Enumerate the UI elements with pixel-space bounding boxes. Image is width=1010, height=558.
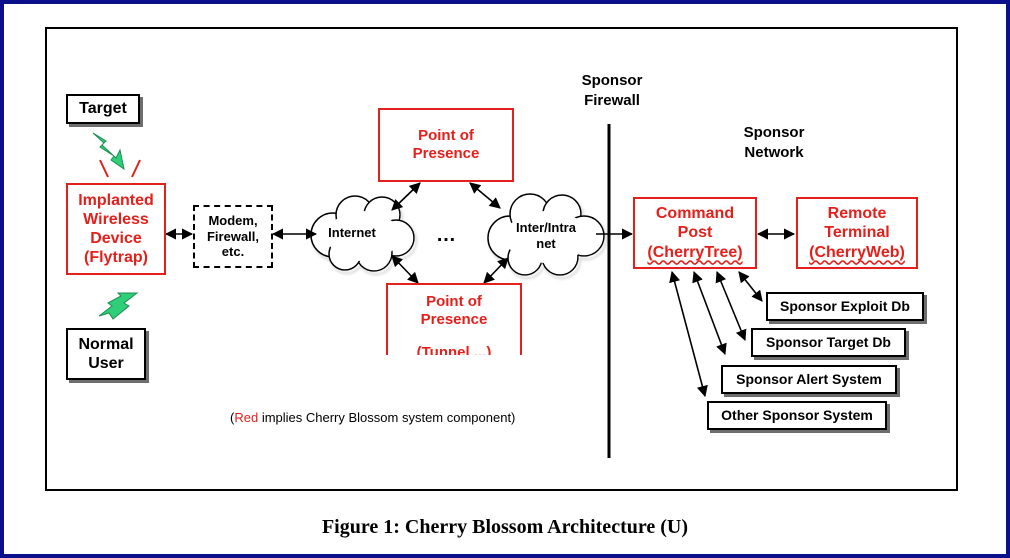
sponsor-alert-system-box: Sponsor Alert System <box>721 365 897 394</box>
normal-user-box: Normal User <box>66 328 146 380</box>
internet-label: Internet <box>328 225 376 240</box>
link-popbottom-intranet <box>483 257 509 284</box>
antenna-tick-right <box>131 159 141 178</box>
implanted-wireless-device-box: Implanted Wireless Device (Flytrap) <box>66 183 166 275</box>
point-of-presence-top-box: Point of Presence <box>378 108 514 182</box>
legend-note-rest: implies Cherry Blossom system component) <box>258 410 516 425</box>
point-of-presence-bottom-box: Point of Presence <box>386 283 522 355</box>
link-internet-popbottom <box>391 255 419 284</box>
target-box: Target <box>66 94 140 124</box>
pop-bottom-cut-text: (Tunnel ...) <box>416 344 492 355</box>
antenna-tick-left <box>99 159 109 178</box>
command-post-box: Command Post (CherryTree) <box>633 197 757 269</box>
link-cp-alertsystem <box>692 270 727 356</box>
command-post-line1: Command <box>655 205 735 223</box>
internet-cloud-icon <box>310 195 415 272</box>
link-cp-exploitdb <box>738 271 763 302</box>
legend-note-red-word: Red <box>234 410 259 425</box>
intranet-label: Inter/Intra net <box>516 220 576 252</box>
legend-note: (Red implies Cherry Blossom system compo… <box>230 410 515 425</box>
remote-terminal-line2: Terminal <box>824 224 890 242</box>
sponsor-exploit-db-box: Sponsor Exploit Db <box>766 292 924 321</box>
command-post-line2: Post <box>677 224 713 242</box>
point-of-presence-bottom-label: Point of Presence <box>420 293 488 328</box>
modem-firewall-box: Modem, Firewall, etc. <box>193 205 273 268</box>
remote-terminal-line3: (CherryWeb) <box>809 243 905 261</box>
link-internet-poptop <box>391 182 421 211</box>
intranet-cloud-icon <box>487 193 605 276</box>
link-cp-othersystem <box>669 270 708 398</box>
wireless-bolt-top-icon <box>92 132 125 171</box>
remote-terminal-box: Remote Terminal (CherryWeb) <box>796 197 918 269</box>
sponsor-target-db-box: Sponsor Target Db <box>751 328 906 357</box>
wireless-bolt-bottom-icon <box>98 292 139 320</box>
remote-terminal-line1: Remote <box>827 205 887 223</box>
command-post-line3: (CherryTree) <box>647 243 743 261</box>
legend-note-open: ( <box>230 410 235 425</box>
sponsor-firewall-label: Sponsor Firewall <box>581 72 643 109</box>
link-poptop-intranet <box>469 182 501 209</box>
link-cp-targetdb <box>715 270 747 342</box>
figure-caption: Figure 1: Cherry Blossom Architecture (U… <box>321 516 689 538</box>
other-sponsor-system-box: Other Sponsor System <box>707 401 887 430</box>
ellipsis-label: … <box>436 224 456 246</box>
sponsor-network-label: Sponsor Network <box>743 124 805 161</box>
